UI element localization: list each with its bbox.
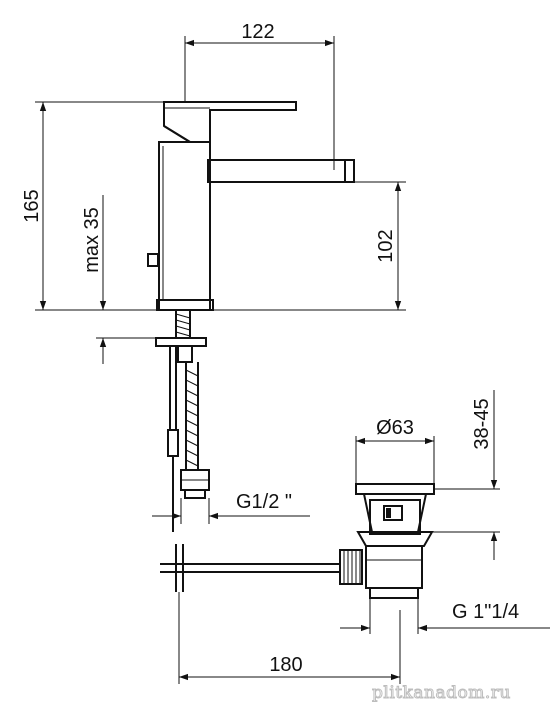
dim-width-top: 122: [184, 21, 335, 170]
shank-and-hoses: [155, 309, 210, 532]
dim-waste-diameter-label: Ø63: [376, 417, 414, 439]
dim-inlet-thread: G1/2 ": [152, 491, 310, 524]
dim-width-top-label: 122: [241, 21, 274, 43]
faucet-body: [158, 141, 211, 311]
dim-height-total-label: 165: [21, 189, 43, 222]
dim-waste-range: 38-45: [426, 390, 500, 560]
dim-waste-thread-label: G 1"1/4: [452, 601, 519, 623]
dim-spout-height: 102: [213, 181, 406, 311]
dim-rod-length: 180: [178, 592, 401, 684]
dim-waste-thread: G 1"1/4: [340, 598, 550, 634]
dim-max-deck: max 35: [81, 195, 157, 364]
dim-max-deck-label: max 35: [81, 207, 103, 273]
waste-knurl-nut: [339, 549, 363, 585]
dim-waste-diameter: Ø63: [355, 417, 435, 484]
dim-spout-height-label: 102: [375, 229, 397, 262]
waste-cap: [355, 483, 435, 495]
faucet: [147, 101, 355, 311]
waste-body: [365, 545, 423, 589]
watermark: plitkanadom.ru: [372, 683, 511, 703]
dim-inlet-thread-label: G1/2 ": [236, 491, 292, 513]
faucet-spout: [207, 159, 355, 183]
braided-hose: [185, 362, 199, 470]
mounting-washer: [155, 337, 207, 347]
dim-waste-range-label: 38-45: [471, 398, 493, 449]
dim-height-total: 165: [21, 101, 164, 311]
popup-waste: [160, 483, 435, 599]
popup-knob: [147, 253, 159, 267]
faucet-base: [156, 299, 214, 311]
dim-rod-length-label: 180: [269, 654, 302, 676]
waste-tail: [369, 587, 419, 599]
popup-rod: [169, 346, 177, 430]
waste-rod: [160, 563, 340, 573]
